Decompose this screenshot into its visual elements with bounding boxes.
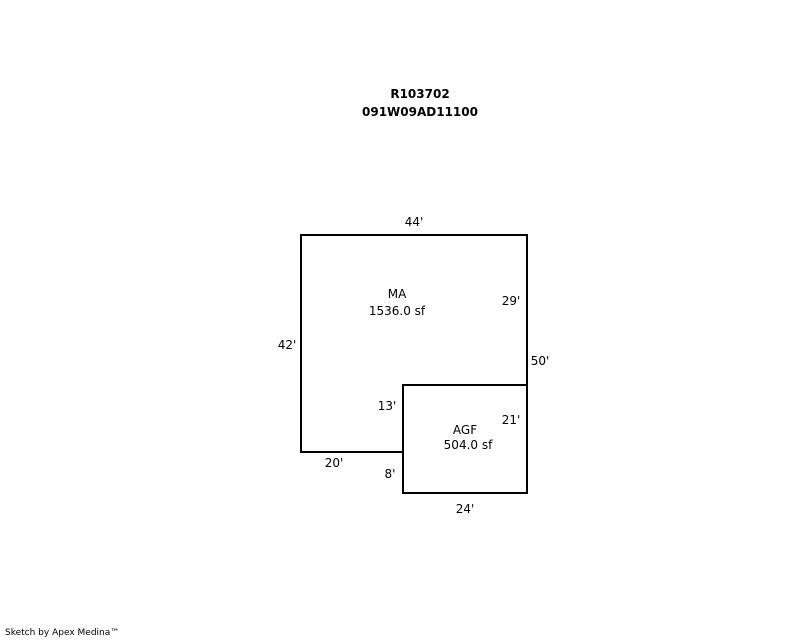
dim-ma-left: 42' (278, 338, 297, 352)
agf-outline (402, 384, 528, 494)
dim-agf-right: 21' (502, 413, 521, 427)
agf-code-label: AGF (453, 423, 477, 437)
dim-agf-bottom: 24' (456, 502, 475, 516)
agf-area-label: 504.0 sf (444, 438, 493, 452)
ma-code-label: MA (388, 287, 407, 301)
map-taxlot: 091W09AD11100 (362, 105, 478, 119)
dim-ma-inner-vertical: 13' (378, 399, 397, 413)
dim-ma-right-upper: 29' (502, 294, 521, 308)
dim-overall-right: 50' (531, 354, 550, 368)
ma-area-label: 1536.0 sf (369, 304, 426, 318)
sketch-credit: Sketch by Apex Medina™ (5, 628, 120, 638)
dim-agf-left-lower: 8' (385, 467, 396, 481)
dim-ma-bottom: 20' (325, 456, 344, 470)
ma-outline (300, 234, 528, 453)
dim-ma-top: 44' (405, 215, 424, 229)
account-id: R103702 (390, 87, 450, 101)
